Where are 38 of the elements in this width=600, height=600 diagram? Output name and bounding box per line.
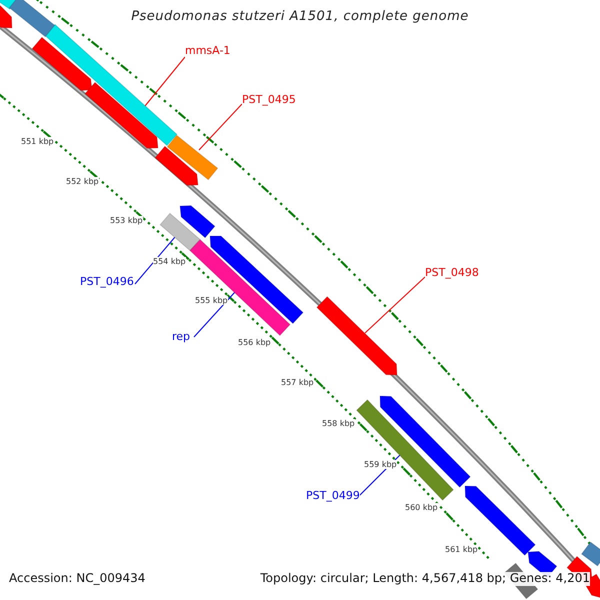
tick-label: 554 kbp [153,257,186,266]
tick-label: 561 kbp [445,545,478,554]
tick-label: 556 kbp [238,338,271,348]
gene-label: mmsA-1 [185,45,230,58]
tick-label: 551 kbp [21,137,54,146]
tick-label: 552 kbp [66,177,99,186]
gene-block [464,486,536,556]
tick-label: 559 kbp [364,460,397,470]
gene-label: PST_0499 [306,490,360,503]
gene-block [580,541,600,567]
footer-text: Accession: NC_009434 [9,572,146,586]
gene-block [380,396,471,488]
gene-block [189,238,291,336]
leader-line [144,56,186,106]
tick-label: 557 kbp [281,378,314,388]
tick-label: 560 kbp [405,503,438,512]
gene-label: PST_0498 [425,267,479,280]
gene-block [180,205,216,238]
gene-label: rep [172,331,190,344]
tick-label: 553 kbp [110,216,143,226]
gene-block [84,82,158,149]
gene-label: PST_0496 [80,276,134,289]
leader-line [198,104,242,150]
gene-block [160,212,200,252]
title: Pseudomonas stutzeri A1501, complete genome [131,9,469,24]
gene-block [154,146,198,186]
gene-block [0,2,12,28]
leader-line [134,236,176,284]
gene-block [32,36,92,91]
leader-line [364,276,426,334]
leader-line [194,292,236,338]
gene-block [8,0,56,38]
gene-block [210,236,304,324]
tick-label: 555 kbp [195,296,228,306]
footer-text: Topology: circular; Length: 4,567,418 bp; Genes: 4,201 [260,572,590,586]
gene-block [166,134,218,180]
gene-label: PST_0495 [242,94,296,107]
gene-block [316,296,398,376]
